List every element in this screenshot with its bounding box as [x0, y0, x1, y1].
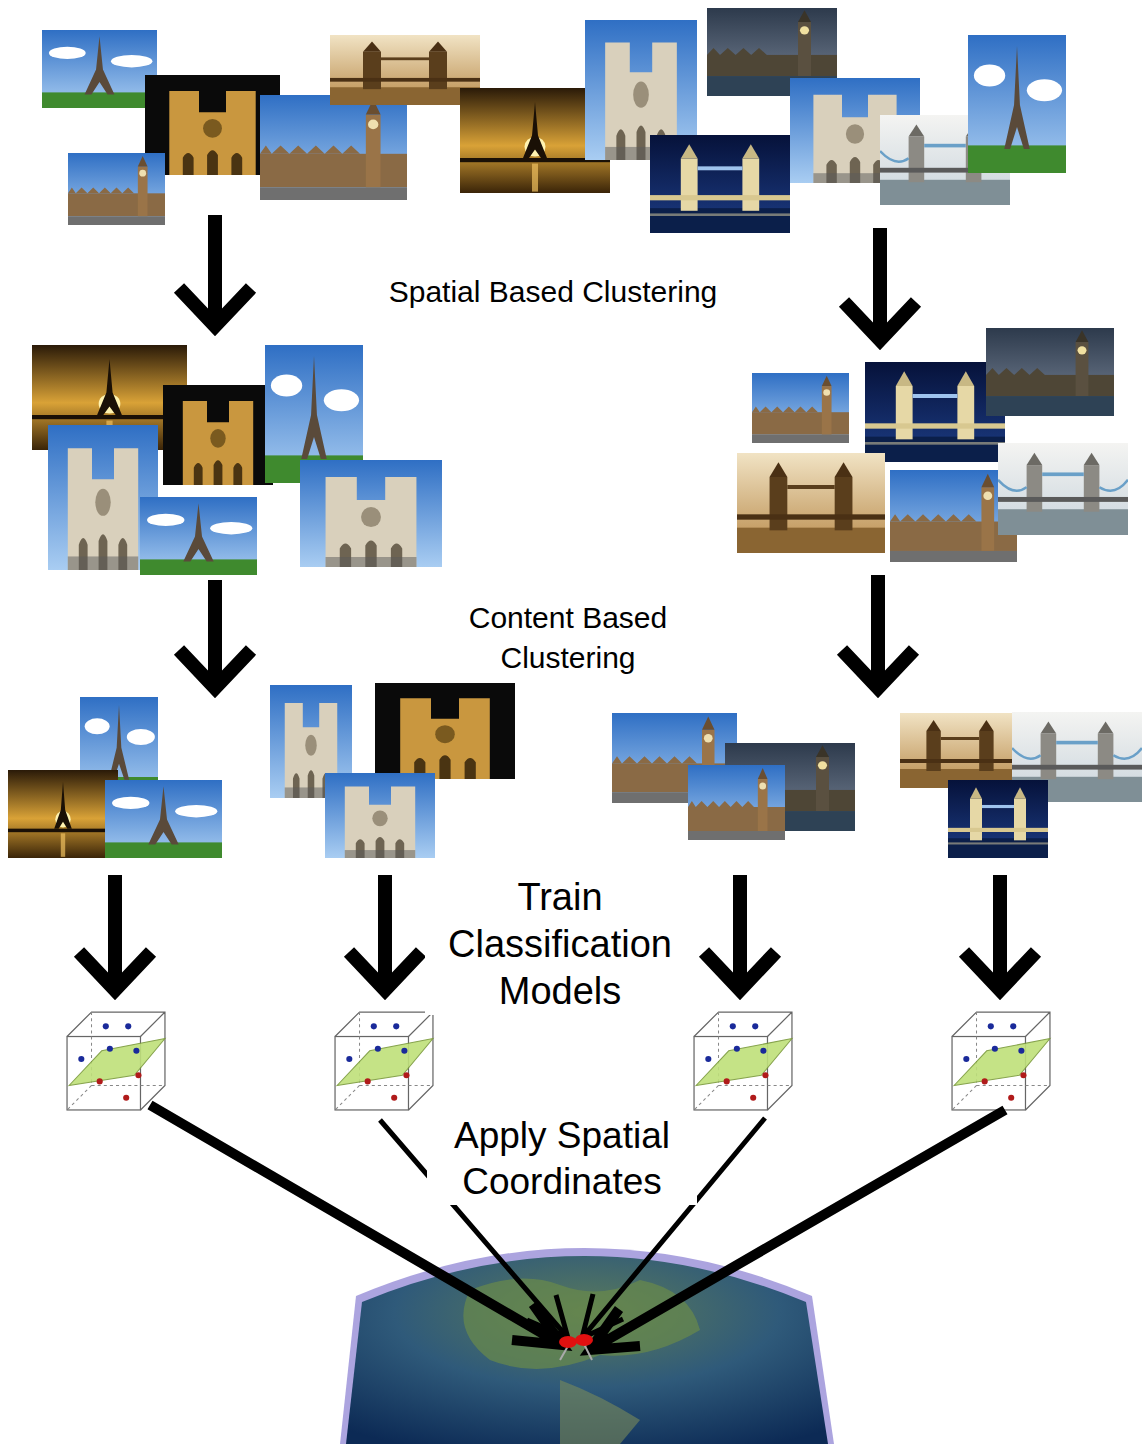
step-label: Apply Spatial Coordinates: [427, 1113, 697, 1205]
step-label: Train Classification Models: [425, 874, 695, 1015]
converging-arrows: [150, 1105, 1005, 1350]
content-clusters: [8, 683, 1142, 858]
step-label: Content Based Clustering: [438, 598, 698, 678]
step-label: Spatial Based Clustering: [343, 273, 763, 311]
spatial-clusters: [32, 328, 1128, 575]
input-photos: [42, 8, 1066, 233]
classifier-models: [67, 1012, 1050, 1110]
location-pins: [559, 1334, 593, 1360]
